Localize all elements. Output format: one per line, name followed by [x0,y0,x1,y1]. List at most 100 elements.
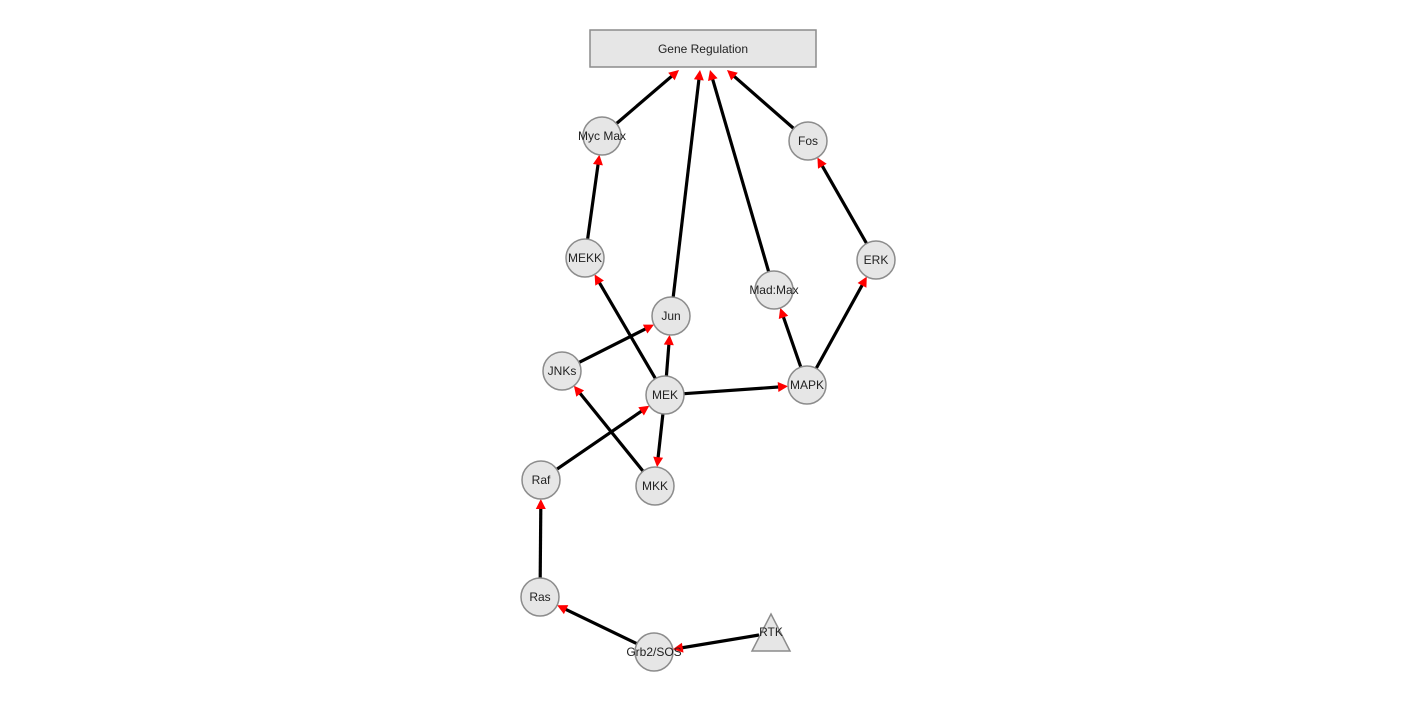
arrow-head [778,307,789,319]
arrow-head [693,70,704,81]
edge-mapk-to-erk [814,276,867,370]
node-circle [651,296,691,336]
node-mek[interactable]: MEK [645,375,685,415]
edge-line [671,77,701,298]
node-label: RTK [759,625,783,639]
node-circle [787,365,827,405]
edge-line [820,163,868,245]
node-label: JNKs [548,364,577,378]
node-jun[interactable]: Jun [651,296,691,336]
node-ras[interactable]: Ras [520,577,560,617]
edge-line [680,633,760,650]
node-label: Gene Regulation [658,42,748,56]
node-mad-max[interactable]: Mad:Max [749,270,799,310]
node-label: Myc Max [578,129,626,143]
node-gene-regulation[interactable]: Gene Regulation [589,29,817,68]
edge-line [586,162,600,240]
arrow-head [668,70,679,81]
node-raf[interactable]: Raf [521,460,561,500]
edge-line [597,280,657,380]
edge-mek-to-mkk [653,413,665,468]
arrow-head [817,157,827,169]
arrow-head [638,405,650,416]
node-label: MEK [652,388,678,402]
arrow-head [777,382,788,392]
edge-line [538,506,543,579]
edge-line [555,408,644,471]
arrow-head [857,276,867,288]
node-fos[interactable]: Fos [788,121,828,161]
node-mkk[interactable]: MKK [635,466,675,506]
arrow-head [727,70,738,81]
node-label: Grb2/SOS [626,645,681,659]
edges-layer [535,70,868,653]
edge-mad-max-to-gene-regulation [708,70,771,273]
edge-mek-to-jun [663,334,674,377]
node-circle [582,116,622,156]
node-circle [542,351,582,391]
arrow-head [535,499,546,509]
arrow-head [642,324,654,334]
edge-raf-to-mek [555,405,650,471]
edge-line [664,342,671,377]
arrow-head [573,385,585,397]
node-circle [754,270,794,310]
edge-line [563,607,638,646]
node-label: Jun [661,309,680,323]
edge-jun-to-gene-regulation [671,70,704,298]
node-label: ERK [864,253,889,267]
arrow-head [708,70,718,81]
edge-line [615,73,674,125]
arrow-head [593,154,603,166]
node-rtk[interactable]: RTK [750,612,792,652]
node-label: Raf [532,473,551,487]
edge-mek-to-mekk [594,274,657,380]
edge-mapk-to-mad-max [778,307,803,368]
edge-line [781,314,803,368]
node-jnks[interactable]: JNKs [542,351,582,391]
node-box [589,29,817,68]
edge-line [578,326,648,364]
edge-myc-max-to-gene-regulation [615,70,679,125]
node-circle [565,238,605,278]
edge-mkk-to-jnks [573,385,645,473]
edge-mek-to-mapk [683,382,788,396]
edge-fos-to-gene-regulation [727,70,795,130]
node-label: Mad:Max [749,283,798,297]
arrow-head [653,456,664,468]
node-label: Fos [798,134,818,148]
node-circle [521,460,561,500]
edge-rtk-to-grb2-sos [672,633,760,653]
node-label: MAPK [790,378,824,392]
arrow-head [594,274,604,286]
edge-jnks-to-jun [578,324,654,364]
arrow-head [663,334,674,346]
edge-erk-to-fos [817,157,868,245]
edge-line [710,77,771,273]
edge-line [814,282,865,370]
edge-line [683,385,781,396]
node-myc-max[interactable]: Myc Max [578,116,626,156]
node-label: MKK [642,479,668,493]
node-erk[interactable]: ERK [856,240,896,280]
node-circle [634,632,674,672]
node-circle [856,240,896,280]
edge-line [577,390,645,473]
node-triangle [750,612,792,652]
edge-mekk-to-myc-max [586,154,603,240]
node-mapk[interactable]: MAPK [787,365,827,405]
node-label: Ras [529,590,550,604]
node-label: MEKK [568,251,602,265]
edge-grb2-sos-to-ras [557,605,638,646]
node-mekk[interactable]: MEKK [565,238,605,278]
node-circle [788,121,828,161]
node-circle [520,577,560,617]
node-circle [645,375,685,415]
arrow-head [672,642,684,653]
arrow-head [557,605,569,615]
node-grb2-sos[interactable]: Grb2/SOS [626,632,682,672]
edge-line [731,74,795,130]
edge-ras-to-raf [535,499,546,579]
